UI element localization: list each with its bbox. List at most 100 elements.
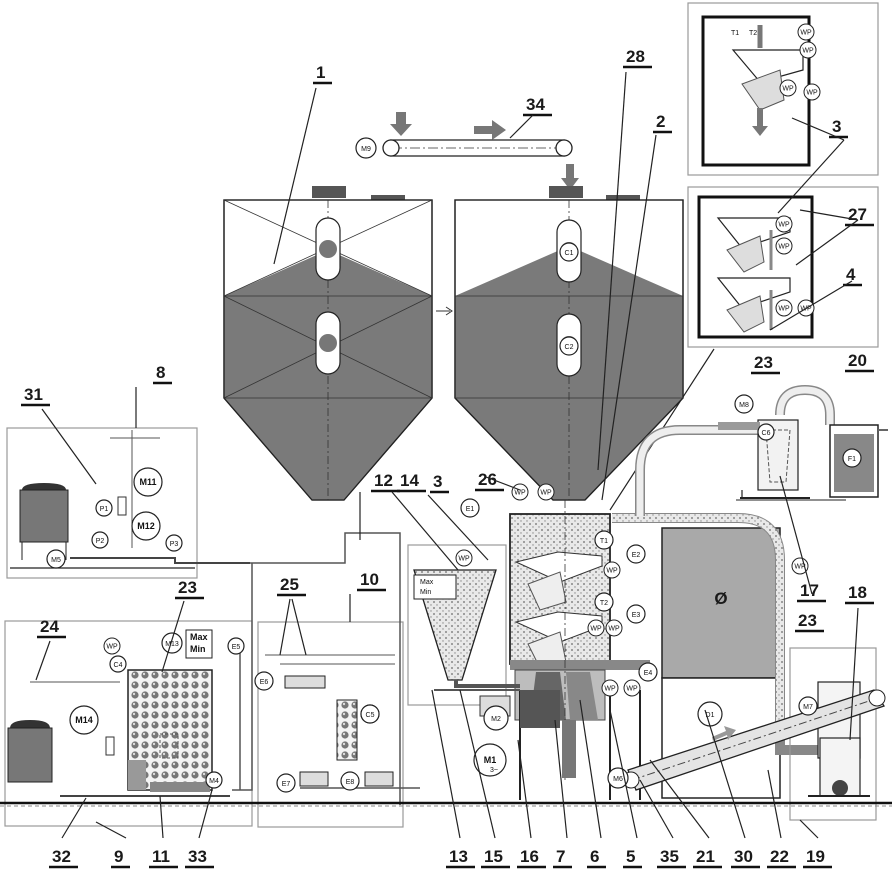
- label-min: Min: [190, 644, 206, 654]
- instrument-c1-circle: [559, 242, 579, 262]
- wp-sensor-circle: [775, 237, 793, 255]
- instrument-m11-label: M11: [139, 477, 156, 487]
- instrument-e1-circle: [460, 498, 480, 518]
- instrument-p2-circle: [91, 531, 109, 549]
- instrument-c2-label: C2: [565, 344, 574, 351]
- instrument-p3-circle: [165, 534, 183, 552]
- callout-16: 16: [520, 847, 539, 866]
- instrument-m2-circle: [483, 705, 509, 731]
- instrument-c5-label: C5: [366, 712, 375, 719]
- instrument-e5-label: E5: [232, 644, 241, 651]
- wp-sensor-circle: [587, 619, 605, 637]
- wp-sensor-label: WP: [806, 90, 818, 97]
- instrument-p2-label: P2: [96, 538, 105, 545]
- wp-sensor-circle: [779, 79, 797, 97]
- instrument-m12-circle: [131, 511, 161, 541]
- callout-11: 11: [152, 847, 170, 866]
- callout-18: 18: [848, 583, 867, 602]
- instrument-e8-label: E8: [346, 779, 355, 786]
- callout-33: 33: [188, 847, 207, 866]
- callout-35: 35: [660, 847, 679, 866]
- callout-13: 13: [449, 847, 468, 866]
- callout-12: 12: [374, 471, 393, 490]
- callout-20: 20: [848, 351, 867, 370]
- wp-sensor-circle: [601, 679, 619, 697]
- instrument-m13-circle: [161, 632, 183, 654]
- wp-sensor-circle: [775, 215, 793, 233]
- wp-sensor-label: WP: [540, 490, 552, 497]
- instrument-c6-label: C6: [762, 430, 771, 437]
- label-t2b: T2: [749, 30, 757, 37]
- instrument-m4-label: M4: [209, 778, 219, 785]
- inset-frames: [609, 2, 879, 511]
- wp-sensor-circle: [537, 483, 555, 501]
- wp-sensor-label: WP: [590, 626, 602, 633]
- dosing-hopper: [407, 544, 520, 706]
- label-min: Min: [420, 589, 431, 596]
- left-frames: [4, 427, 404, 828]
- instrument-f1-circle: [842, 448, 862, 468]
- callout-23: 23: [754, 353, 773, 372]
- instrument-e5-circle: [227, 637, 245, 655]
- instrument-c5-circle: [360, 704, 380, 724]
- instrument-c1-label: C1: [565, 250, 574, 257]
- wp-sensor-label: WP: [626, 686, 638, 693]
- instrument-e7-circle: [276, 773, 296, 793]
- instrument-p1-label: P1: [100, 506, 109, 513]
- callout-2: 2: [656, 112, 665, 131]
- instrument-m11-circle: [133, 467, 163, 497]
- callout-3: 3: [433, 472, 442, 491]
- wp-sensor-circle: [803, 83, 821, 101]
- wp-sensor-circle: [623, 679, 641, 697]
- wp-sensor-label: WP: [794, 564, 806, 571]
- callout-32: 32: [52, 847, 71, 866]
- instrument-m7-label: M7: [803, 704, 813, 711]
- wp-sensor-circle: [605, 619, 623, 637]
- label-max: Max: [420, 579, 434, 586]
- callout-23: 23: [178, 578, 197, 597]
- instrument-e1-label: E1: [466, 506, 475, 513]
- callout-23: 23: [798, 611, 817, 630]
- instrument-p3-label: P3: [170, 541, 179, 548]
- instrument-e6-label: E6: [260, 679, 269, 686]
- wp-sensor-circle: [775, 299, 793, 317]
- instrument-m14-label: M14: [75, 715, 93, 725]
- instrument-m2-label: M2: [491, 716, 501, 723]
- wp-sensor-label: WP: [778, 244, 790, 251]
- wp-sensor-label: WP: [106, 644, 118, 651]
- wp-sensor-circle: [799, 41, 817, 59]
- wp-sensor-label: WP: [782, 86, 794, 93]
- callout-30: 30: [734, 847, 753, 866]
- instrument-m7-circle: [798, 696, 818, 716]
- wp-sensor-label: WP: [608, 626, 620, 633]
- callout-9: 9: [114, 847, 123, 866]
- valve-cluster: [265, 654, 420, 789]
- callout-22: 22: [770, 847, 789, 866]
- callout-34: 34: [526, 95, 545, 114]
- callout-14: 14: [400, 471, 419, 490]
- cyclone-lower: [789, 647, 877, 821]
- callout-24: 24: [40, 617, 59, 636]
- instrument-m8-label: M8: [739, 402, 749, 409]
- instrument-c4-circle: [109, 655, 127, 673]
- instrument-m13-label: M13: [165, 641, 179, 648]
- instrument-m6-label: M6: [613, 776, 623, 783]
- wp-sensor-circle: [791, 557, 809, 575]
- callout-25: 25: [280, 575, 299, 594]
- wp-sensor-label: WP: [514, 490, 526, 497]
- instrument-p1-circle: [95, 499, 113, 517]
- leader-lines: [35, 71, 859, 839]
- instrument-t1-label: T1: [600, 538, 608, 545]
- reactor: [509, 500, 650, 800]
- wp-sensor-label: WP: [458, 556, 470, 563]
- callout-27: 27: [848, 205, 867, 224]
- instrument-c6-circle: [757, 423, 775, 441]
- wp-sensor-label: WP: [604, 686, 616, 693]
- instrument-e2-label: E2: [632, 552, 641, 559]
- instrument-e3-circle: [626, 604, 646, 624]
- callout-21: 21: [696, 847, 715, 866]
- control-cabinet: [661, 527, 781, 799]
- instrument-e6-circle: [254, 671, 274, 691]
